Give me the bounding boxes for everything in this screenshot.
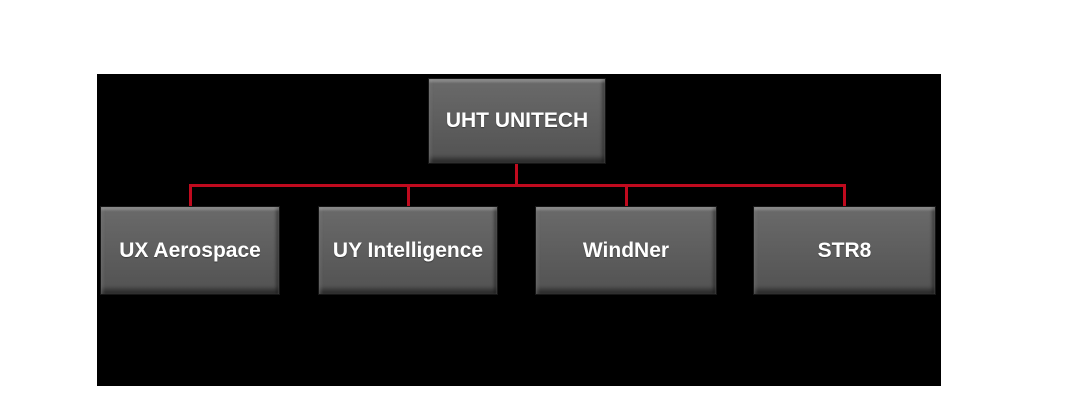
org-node-windner-label: WindNer [582, 238, 670, 262]
org-node-windner: WindNer [535, 206, 717, 295]
org-node-uy-intelligence-label: UY Intelligence [332, 238, 484, 262]
org-node-str8-label: STR8 [817, 238, 872, 262]
org-node-str8: STR8 [753, 206, 936, 295]
org-node-ux-aerospace: UX Aerospace [100, 206, 280, 295]
connector-horizontal-rail [189, 184, 846, 187]
connector-drop-windner [625, 184, 628, 206]
connector-root-stub [515, 163, 518, 185]
connector-drop-ux-aerospace [189, 184, 192, 206]
connector-drop-uy-intelligence [407, 184, 410, 206]
org-node-uy-intelligence: UY Intelligence [318, 206, 498, 295]
org-node-root-label: UHT UNITECH [445, 109, 589, 132]
org-node-root: UHT UNITECH [428, 78, 606, 164]
org-node-ux-aerospace-label: UX Aerospace [119, 238, 261, 262]
connector-drop-str8 [843, 184, 846, 206]
